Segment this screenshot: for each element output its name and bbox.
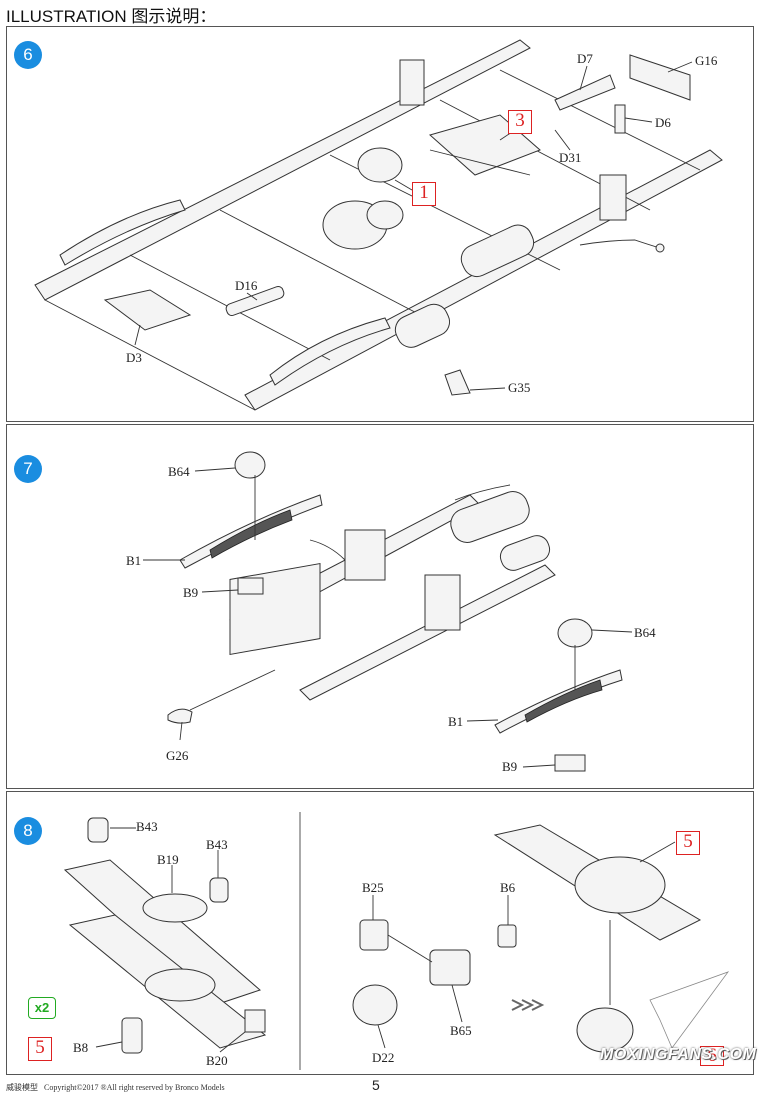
reference-box-6: 6 [700, 1046, 724, 1066]
watermark-text: MOXINGFANS.COM [600, 1046, 757, 1063]
page-number: 5 [372, 1077, 380, 1093]
step6-chassis-drawing [34, 39, 723, 411]
part-label-b43-right: B43 [206, 837, 228, 852]
step-8-badge: 8 [14, 817, 42, 845]
part-label-b43-left: B43 [136, 819, 158, 834]
part-label-b19: B19 [157, 852, 179, 867]
reference-box-5-right: 5 [676, 831, 700, 855]
part-label-b64-lower: B64 [634, 625, 656, 640]
footer-copyright-text: Copyright©2017 ®All right reserved by Br… [44, 1083, 225, 1092]
part-label-d6: D6 [655, 115, 671, 130]
part-label-d31: D31 [559, 150, 582, 165]
part-label-g16: G16 [695, 53, 718, 68]
step8-drawing [63, 812, 702, 1070]
part-label-g26: G26 [166, 748, 189, 763]
step7-chassis-drawing [143, 451, 633, 772]
part-label-b1-upper: B1 [126, 553, 142, 568]
quantity-badge: x2 [28, 997, 56, 1019]
part-label-g35: G35 [508, 380, 531, 395]
footer-copyright: 威骏模型 Copyright©2017 ®All right reserved … [6, 1082, 225, 1093]
part-label-b1-lower: B1 [448, 714, 464, 729]
part-label-b9-lower: B9 [502, 759, 518, 774]
part-label-b8: B8 [73, 1040, 89, 1055]
part-label-b6: B6 [500, 880, 516, 895]
illustration-title: ILLUSTRATION 图示说明： [6, 7, 217, 26]
step-7-panel [6, 424, 754, 789]
part-label-b65: B65 [450, 1023, 472, 1038]
footer-brand: 威骏模型 [6, 1083, 38, 1092]
reference-box-3: 3 [508, 110, 532, 134]
part-label-b25: B25 [362, 880, 384, 895]
reference-box-1: 1 [412, 182, 436, 206]
part-label-b64-upper: B64 [168, 464, 190, 479]
step-6-badge: 6 [14, 41, 42, 69]
reference-box-5-left: 5 [28, 1037, 52, 1061]
step-7-badge: 7 [14, 455, 42, 483]
watermark-plane-shape [648, 969, 732, 1051]
part-label-b20: B20 [206, 1053, 228, 1068]
part-label-d7: D7 [577, 51, 593, 66]
part-label-d3: D3 [126, 350, 142, 365]
part-label-d22: D22 [372, 1050, 395, 1065]
part-label-d16: D16 [235, 278, 258, 293]
part-label-b9-upper: B9 [183, 585, 199, 600]
